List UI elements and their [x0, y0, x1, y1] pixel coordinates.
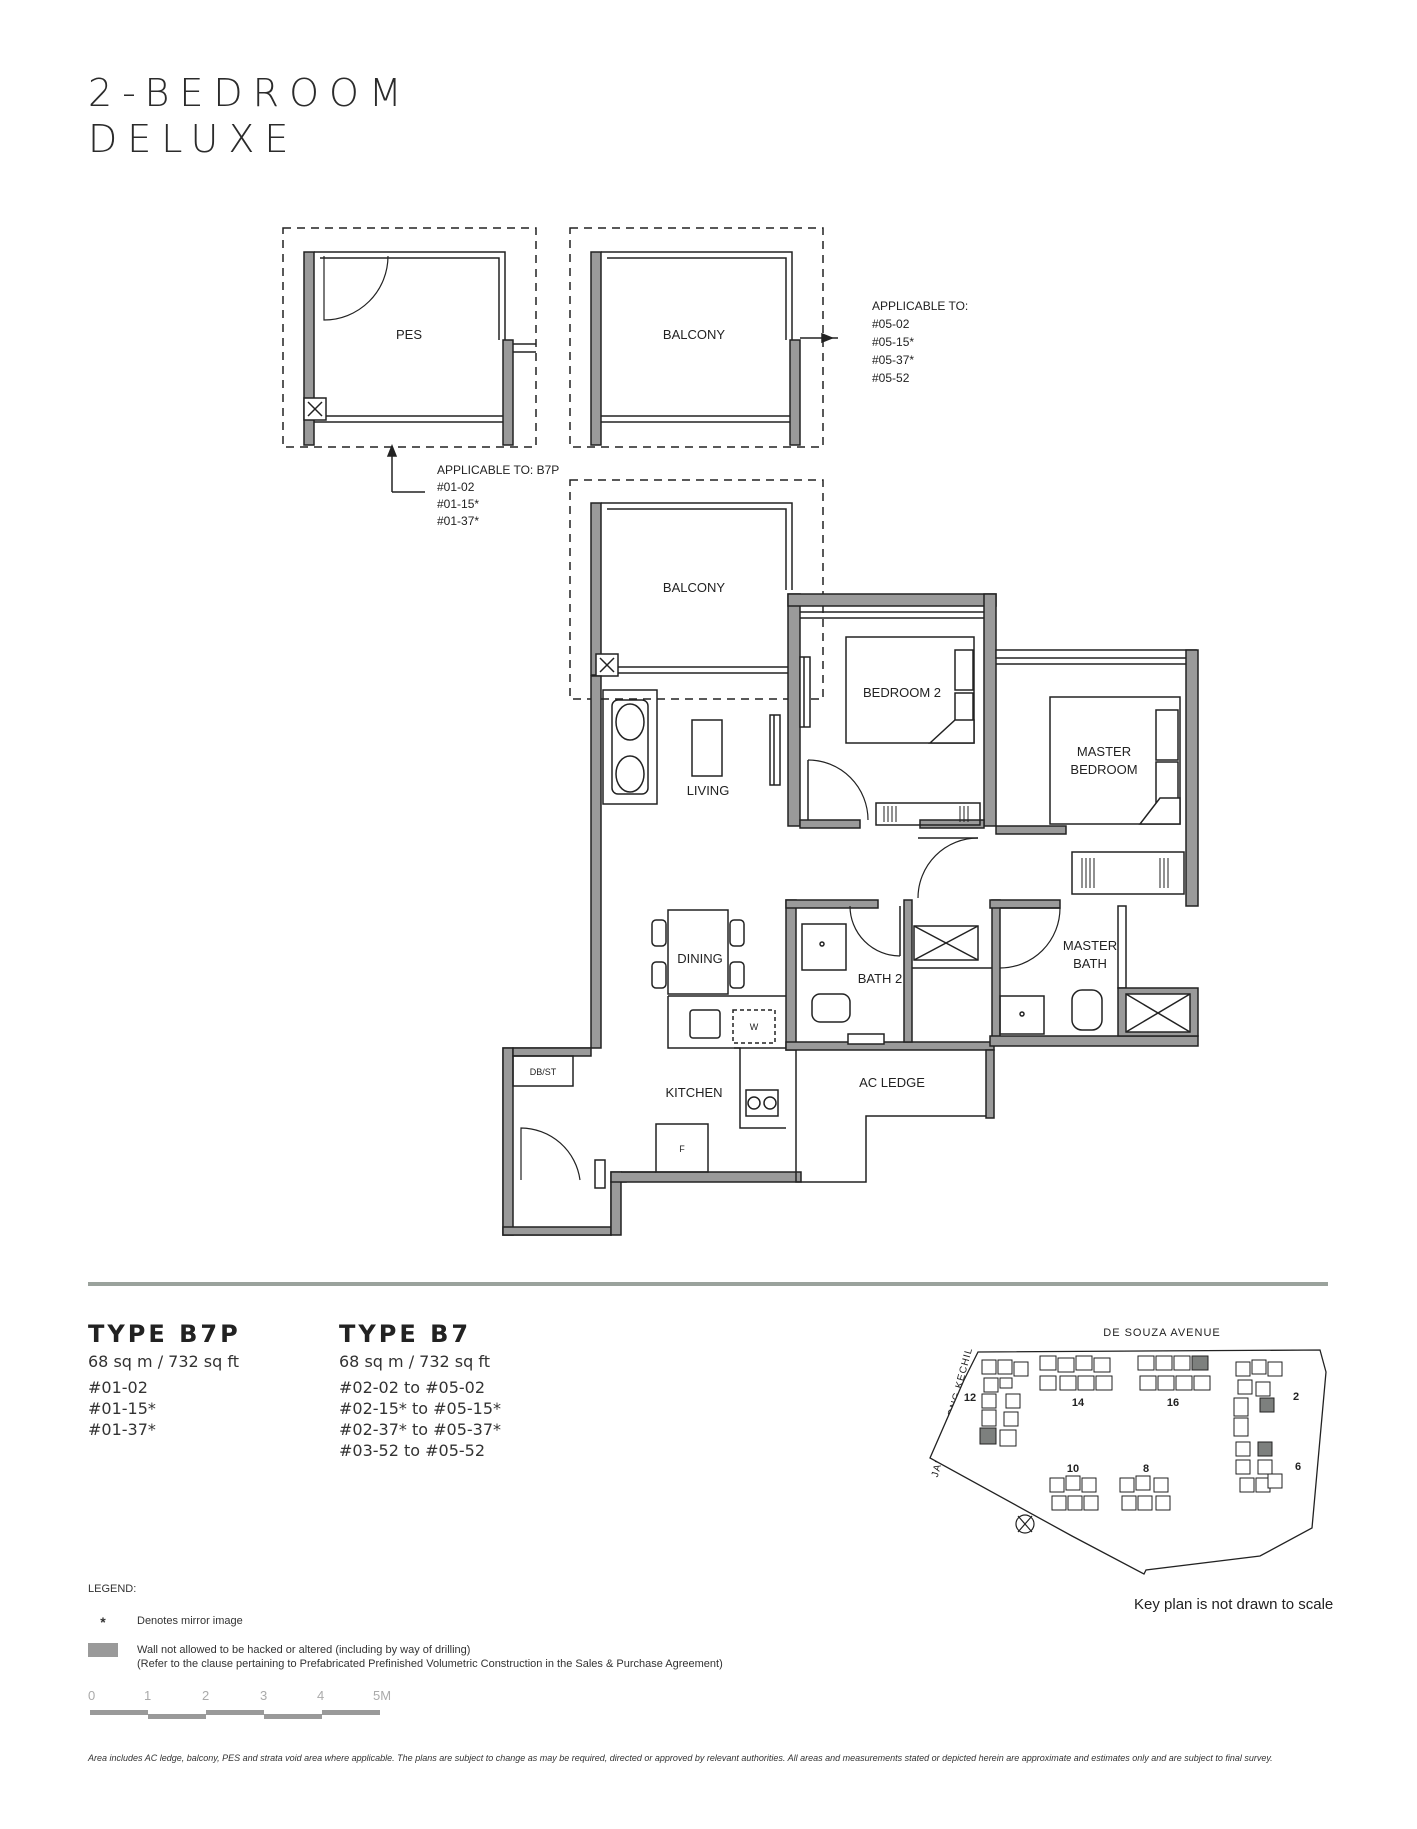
unit-number: #01-15*: [88, 1399, 156, 1418]
unit-range: #03-52 to #05-52: [339, 1441, 486, 1460]
block-label: 14: [1072, 1397, 1085, 1409]
unit-range: #02-37* to #05-37*: [339, 1420, 502, 1439]
bath2-wc: [811, 993, 851, 1023]
wardrobe-bedroom2: [875, 802, 981, 826]
scale-bar: 0 1 2 3 4 5M: [88, 1688, 391, 1719]
block-label: 2: [1293, 1391, 1299, 1403]
key-plan: DE SOUZA AVENUE JALAN JURONG KECHIL 12 1…: [929, 1327, 1327, 1575]
label-balcony-upper: BALCONY: [663, 327, 725, 342]
living-wall-left: [590, 675, 602, 1049]
road-de-souza: DE SOUZA AVENUE: [1103, 1327, 1221, 1339]
label-master-bedroom-2: BEDROOM: [1070, 762, 1137, 777]
type-b7p-block: TYPE B7P 68 sq m / 732 sq ft #01-02 #01-…: [88, 1320, 241, 1440]
note-balcony-unit: #05-02: [872, 317, 910, 331]
legend-mirror-text: Denotes mirror image: [137, 1615, 243, 1627]
block-label: 8: [1143, 1463, 1149, 1475]
note-balcony-unit: #05-15*: [872, 335, 914, 349]
label-fridge: F: [679, 1144, 685, 1154]
note-b7p-unit: #01-37*: [437, 514, 479, 528]
block-label: 10: [1067, 1463, 1079, 1475]
title-line-1: 2-BEDROOM: [88, 71, 412, 115]
scale-label: 1: [144, 1688, 151, 1703]
type-b7-area: 68 sq m / 732 sq ft: [339, 1352, 490, 1371]
label-master-bedroom-1: MASTER: [1077, 744, 1131, 759]
legend-wall-line2: (Refer to the clause pertaining to Prefa…: [137, 1658, 723, 1670]
masterbath-basin: [999, 995, 1045, 1035]
label-bedroom2: BEDROOM 2: [863, 685, 941, 700]
site-boundary: [929, 1349, 1327, 1575]
unit-number: #01-02: [88, 1378, 148, 1397]
scale-label: 0: [88, 1688, 95, 1703]
note-balcony-heading: APPLICABLE TO:: [872, 299, 968, 313]
block-label: 6: [1295, 1461, 1301, 1473]
scale-label: 4: [317, 1688, 324, 1703]
label-kitchen: KITCHEN: [665, 1085, 722, 1100]
legend-asterisk: *: [100, 1614, 106, 1630]
north-arrow-icon: [1015, 1514, 1035, 1534]
sofa: [602, 689, 658, 805]
type-b7-title: TYPE B7: [339, 1320, 472, 1348]
note-b7p-heading: APPLICABLE TO: B7P: [437, 463, 559, 477]
unit-range: #02-15* to #05-15*: [339, 1399, 502, 1418]
label-ac-ledge: AC LEDGE: [859, 1075, 925, 1090]
disclaimer: Area includes AC ledge, balcony, PES and…: [88, 1753, 1273, 1763]
bath2-basin: [801, 923, 847, 971]
dining-table: [667, 909, 729, 995]
wardrobe-master: [1071, 851, 1185, 895]
label-dbst: DB/ST: [530, 1067, 557, 1077]
block-label: 12: [964, 1392, 976, 1404]
label-bath2: BATH 2: [858, 971, 903, 986]
scale-label: 3: [260, 1688, 267, 1703]
type-b7p-title: TYPE B7P: [88, 1320, 241, 1348]
label-master-bath-2: BATH: [1073, 956, 1107, 971]
label-living: LIVING: [687, 783, 730, 798]
keyplan-note: Key plan is not drawn to scale: [1134, 1596, 1334, 1613]
label-dining: DINING: [677, 951, 723, 966]
pes-wall-right: [502, 339, 514, 446]
legend-wall-swatch: [88, 1643, 118, 1657]
note-balcony-unit: #05-52: [872, 371, 910, 385]
balcony-main-outline: [569, 479, 824, 700]
balcony-upper-outline: [569, 227, 824, 448]
coffee-table: [691, 719, 723, 777]
unit-number: #01-37*: [88, 1420, 156, 1439]
type-b7-block: TYPE B7 68 sq m / 732 sq ft #02-02 to #0…: [339, 1320, 501, 1461]
dbst-box: [512, 1055, 574, 1087]
label-master-bath-1: MASTER: [1063, 938, 1117, 953]
legend-title: LEGEND:: [88, 1583, 137, 1595]
label-pes: PES: [396, 327, 422, 342]
title-line-2: DELUXE: [88, 117, 299, 161]
label-balcony-main: BALCONY: [663, 580, 725, 595]
bed-master: [1049, 696, 1181, 825]
pes-outline: [282, 227, 537, 448]
block-label: 16: [1167, 1397, 1179, 1409]
note-b7p-unit: #01-02: [437, 480, 475, 494]
pes-wall-left: [303, 251, 315, 446]
floor-plan: PES BALCONY BALCONY LIVING BEDROOM 2 MAS…: [282, 227, 1199, 1236]
legend-wall-line1: Wall not allowed to be hacked or altered…: [137, 1644, 471, 1656]
unit-range: #02-02 to #05-02: [339, 1378, 486, 1397]
note-balcony-unit: #05-37*: [872, 353, 914, 367]
scale-label: 2: [202, 1688, 209, 1703]
scale-label: 5M: [373, 1688, 391, 1703]
type-b7p-units: #01-02 #01-15* #01-37*: [88, 1377, 241, 1440]
masterbath-wc: [1071, 989, 1103, 1031]
label-washer: W: [750, 1022, 759, 1032]
type-b7p-area: 68 sq m / 732 sq ft: [88, 1352, 239, 1371]
note-b7p-unit: #01-15*: [437, 497, 479, 511]
section-divider: [88, 1282, 1328, 1286]
bed-bedroom2: [845, 636, 975, 744]
type-b7-units: #02-02 to #05-02 #02-15* to #05-15* #02-…: [339, 1377, 501, 1461]
legend-wall-text: Wall not allowed to be hacked or altered…: [137, 1643, 723, 1671]
page-title: 2-BEDROOM DELUXE: [88, 70, 412, 162]
